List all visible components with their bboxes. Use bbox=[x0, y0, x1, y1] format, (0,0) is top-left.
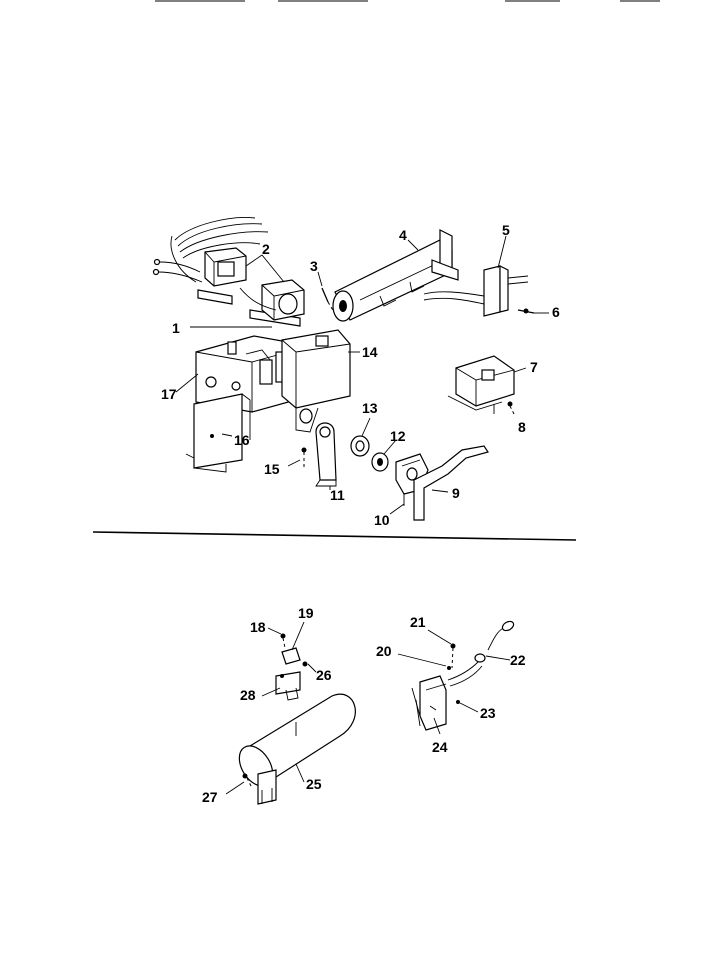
callout-25: 25 bbox=[306, 776, 322, 792]
callout-21: 21 bbox=[410, 614, 426, 630]
screw-6 bbox=[517, 308, 535, 314]
solenoid-right bbox=[239, 279, 305, 327]
callout-18: 18 bbox=[250, 619, 266, 635]
callout-5: 5 bbox=[502, 222, 510, 238]
callout-26: 26 bbox=[316, 667, 332, 683]
section-divider bbox=[92, 531, 577, 541]
heater-assembly bbox=[238, 633, 356, 805]
callout-17: 17 bbox=[161, 386, 177, 402]
lever-9 bbox=[413, 445, 489, 521]
callout-15: 15 bbox=[264, 461, 280, 477]
callout-16: 16 bbox=[234, 432, 250, 448]
callout-13: 13 bbox=[362, 400, 378, 416]
screw-15 bbox=[301, 447, 307, 470]
switch-assembly bbox=[411, 620, 515, 731]
callout-14: 14 bbox=[362, 344, 378, 360]
upper-leaders bbox=[175, 235, 549, 515]
cam-12 bbox=[371, 452, 389, 472]
upper-assembly bbox=[152, 217, 535, 521]
solenoid-left bbox=[197, 247, 247, 305]
callout-labels: 1 2 3 4 5 6 7 8 9 10 11 12 13 14 15 16 1… bbox=[161, 222, 560, 805]
screw-3 bbox=[321, 287, 335, 313]
bracket-5 bbox=[423, 265, 529, 317]
callout-23: 23 bbox=[480, 705, 496, 721]
callout-27: 27 bbox=[202, 789, 218, 805]
callout-9: 9 bbox=[452, 485, 460, 501]
callout-1: 1 bbox=[172, 320, 180, 336]
link-11 bbox=[315, 422, 337, 487]
callout-24: 24 bbox=[432, 739, 448, 755]
switch-leaders bbox=[397, 629, 511, 735]
callout-11: 11 bbox=[330, 487, 345, 503]
callout-28: 28 bbox=[240, 687, 256, 703]
callout-10: 10 bbox=[374, 512, 390, 528]
callout-4: 4 bbox=[399, 227, 407, 243]
bushing-13 bbox=[350, 435, 370, 457]
callout-12: 12 bbox=[390, 428, 406, 444]
wire-harness bbox=[152, 217, 269, 283]
chute-tube-4 bbox=[332, 229, 459, 322]
callout-6: 6 bbox=[552, 304, 560, 320]
callout-22: 22 bbox=[510, 652, 526, 668]
bracket-16 bbox=[185, 393, 251, 473]
callout-7: 7 bbox=[530, 359, 538, 375]
callout-8: 8 bbox=[518, 419, 526, 435]
callout-3: 3 bbox=[310, 258, 318, 274]
callout-20: 20 bbox=[376, 643, 392, 659]
callout-2: 2 bbox=[262, 241, 270, 257]
screw-8 bbox=[507, 401, 515, 415]
callout-19: 19 bbox=[298, 605, 314, 621]
heater-leaders bbox=[225, 621, 317, 795]
housing-14 bbox=[281, 329, 351, 433]
switch-7 bbox=[447, 355, 515, 414]
